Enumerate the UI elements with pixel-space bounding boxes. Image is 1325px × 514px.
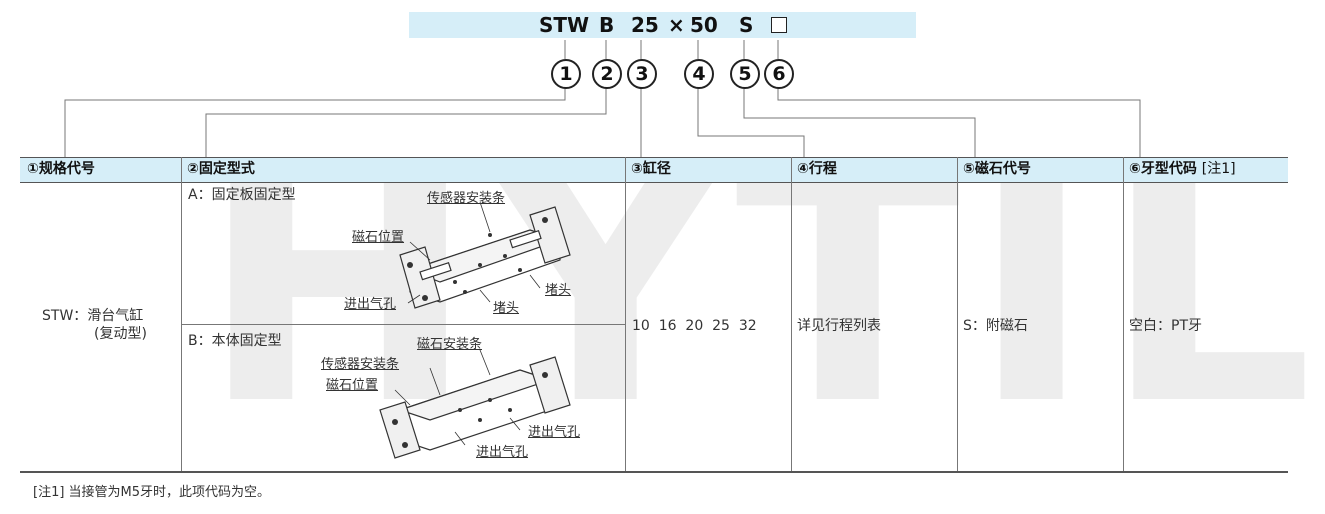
code-mount: B xyxy=(599,13,615,37)
code-magnet: S xyxy=(739,13,754,37)
code-times: × xyxy=(668,13,685,37)
position-circle-2: 2 xyxy=(592,59,622,89)
mount-b-title: B：本体固定型 xyxy=(188,333,282,349)
column-divider xyxy=(625,157,626,471)
mount-a-magnet-pos-label: 磁石位置 xyxy=(352,230,405,245)
mount-a-plug-label-2: 堵头 xyxy=(545,283,572,298)
connector-6-lead xyxy=(777,87,1141,157)
mount-b-port-label: 进出气孔 xyxy=(528,425,581,440)
spec-line1: STW：滑台气缸 xyxy=(42,308,144,324)
position-circle-1: 1 xyxy=(551,59,581,89)
model-code-bar: STW B 25 × 50 S xyxy=(409,12,916,38)
spec-cell: STW：滑台气缸 (复动型) xyxy=(42,307,147,343)
connector-lines xyxy=(64,40,1141,157)
header-bore: ③缸径 xyxy=(631,160,671,178)
mount-a-plate-right xyxy=(529,206,571,264)
mount-a-drawing xyxy=(399,201,571,309)
mount-b-end-left xyxy=(379,401,421,459)
column-divider xyxy=(957,157,958,471)
header-magnet: ⑤磁石代号 xyxy=(963,160,1031,178)
mount-a-title: A：固定板固定型 xyxy=(188,187,296,203)
bore-values: 10 16 20 25 32 xyxy=(632,318,757,334)
header-spec: ①规格代号 xyxy=(27,160,95,178)
mount-b-end-right xyxy=(529,356,571,414)
header-spec-label: ①规格代号 xyxy=(27,161,95,177)
mount-a-plug-label: 堵头 xyxy=(493,301,520,316)
table-header-row xyxy=(20,157,1288,183)
mount-b-magnet-pos-label: 磁石位置 xyxy=(326,378,379,393)
mount-a-rod xyxy=(419,261,452,281)
connector-1-lead xyxy=(64,87,566,157)
magnet-value: S：附磁石 xyxy=(963,318,1028,334)
header-bore-label: ③缸径 xyxy=(631,161,671,177)
mount-a-sensor-strip-label: 传感器安装条 xyxy=(427,191,506,206)
code-series: STW xyxy=(539,13,590,37)
mount-b-drawing xyxy=(379,350,571,459)
thread-value: 空白：PT牙 xyxy=(1129,318,1202,334)
position-circle-6: 6 xyxy=(764,59,794,89)
stroke-value: 详见行程列表 xyxy=(797,318,881,334)
header-thread-label: ⑥牙型代码 xyxy=(1129,161,1197,177)
connector-5-lead xyxy=(743,87,976,157)
column-divider xyxy=(791,157,792,471)
header-stroke: ④行程 xyxy=(797,160,837,178)
header-mount: ②固定型式 xyxy=(187,160,255,178)
header-magnet-label: ⑤磁石代号 xyxy=(963,161,1031,177)
spec-line2: (复动型) xyxy=(94,326,147,342)
mount-b-sensor-strip-label: 传感器安装条 xyxy=(321,357,400,372)
column-divider xyxy=(181,157,182,471)
code-stroke: 50 xyxy=(690,13,718,37)
connector-2-lead xyxy=(205,87,607,157)
header-stroke-label: ④行程 xyxy=(797,161,837,177)
mount-b-port-label-2: 进出气孔 xyxy=(476,445,529,460)
position-circle-5: 5 xyxy=(730,59,760,89)
column-divider xyxy=(1123,157,1124,471)
mount-a-port-label: 进出气孔 xyxy=(344,297,397,312)
table-bottom-border xyxy=(20,471,1288,473)
header-thread: ⑥牙型代码 [注1] xyxy=(1129,160,1236,178)
mount-a-rod xyxy=(509,229,542,249)
position-circle-3: 3 xyxy=(627,59,657,89)
footnote: [注1] 当接管为M5牙时，此项代码为空。 xyxy=(33,485,271,500)
mount-a-plate-left xyxy=(399,246,441,309)
code-bore: 25 xyxy=(631,13,659,37)
header-thread-note: [注1] xyxy=(1201,161,1236,177)
mount-row-divider xyxy=(181,324,625,325)
connector-4-lead xyxy=(697,87,805,157)
mount-b-magnet-strip-label: 磁石安装条 xyxy=(417,337,483,352)
code-thread-box xyxy=(771,17,787,33)
header-mount-label: ②固定型式 xyxy=(187,161,255,177)
position-circle-4: 4 xyxy=(684,59,714,89)
